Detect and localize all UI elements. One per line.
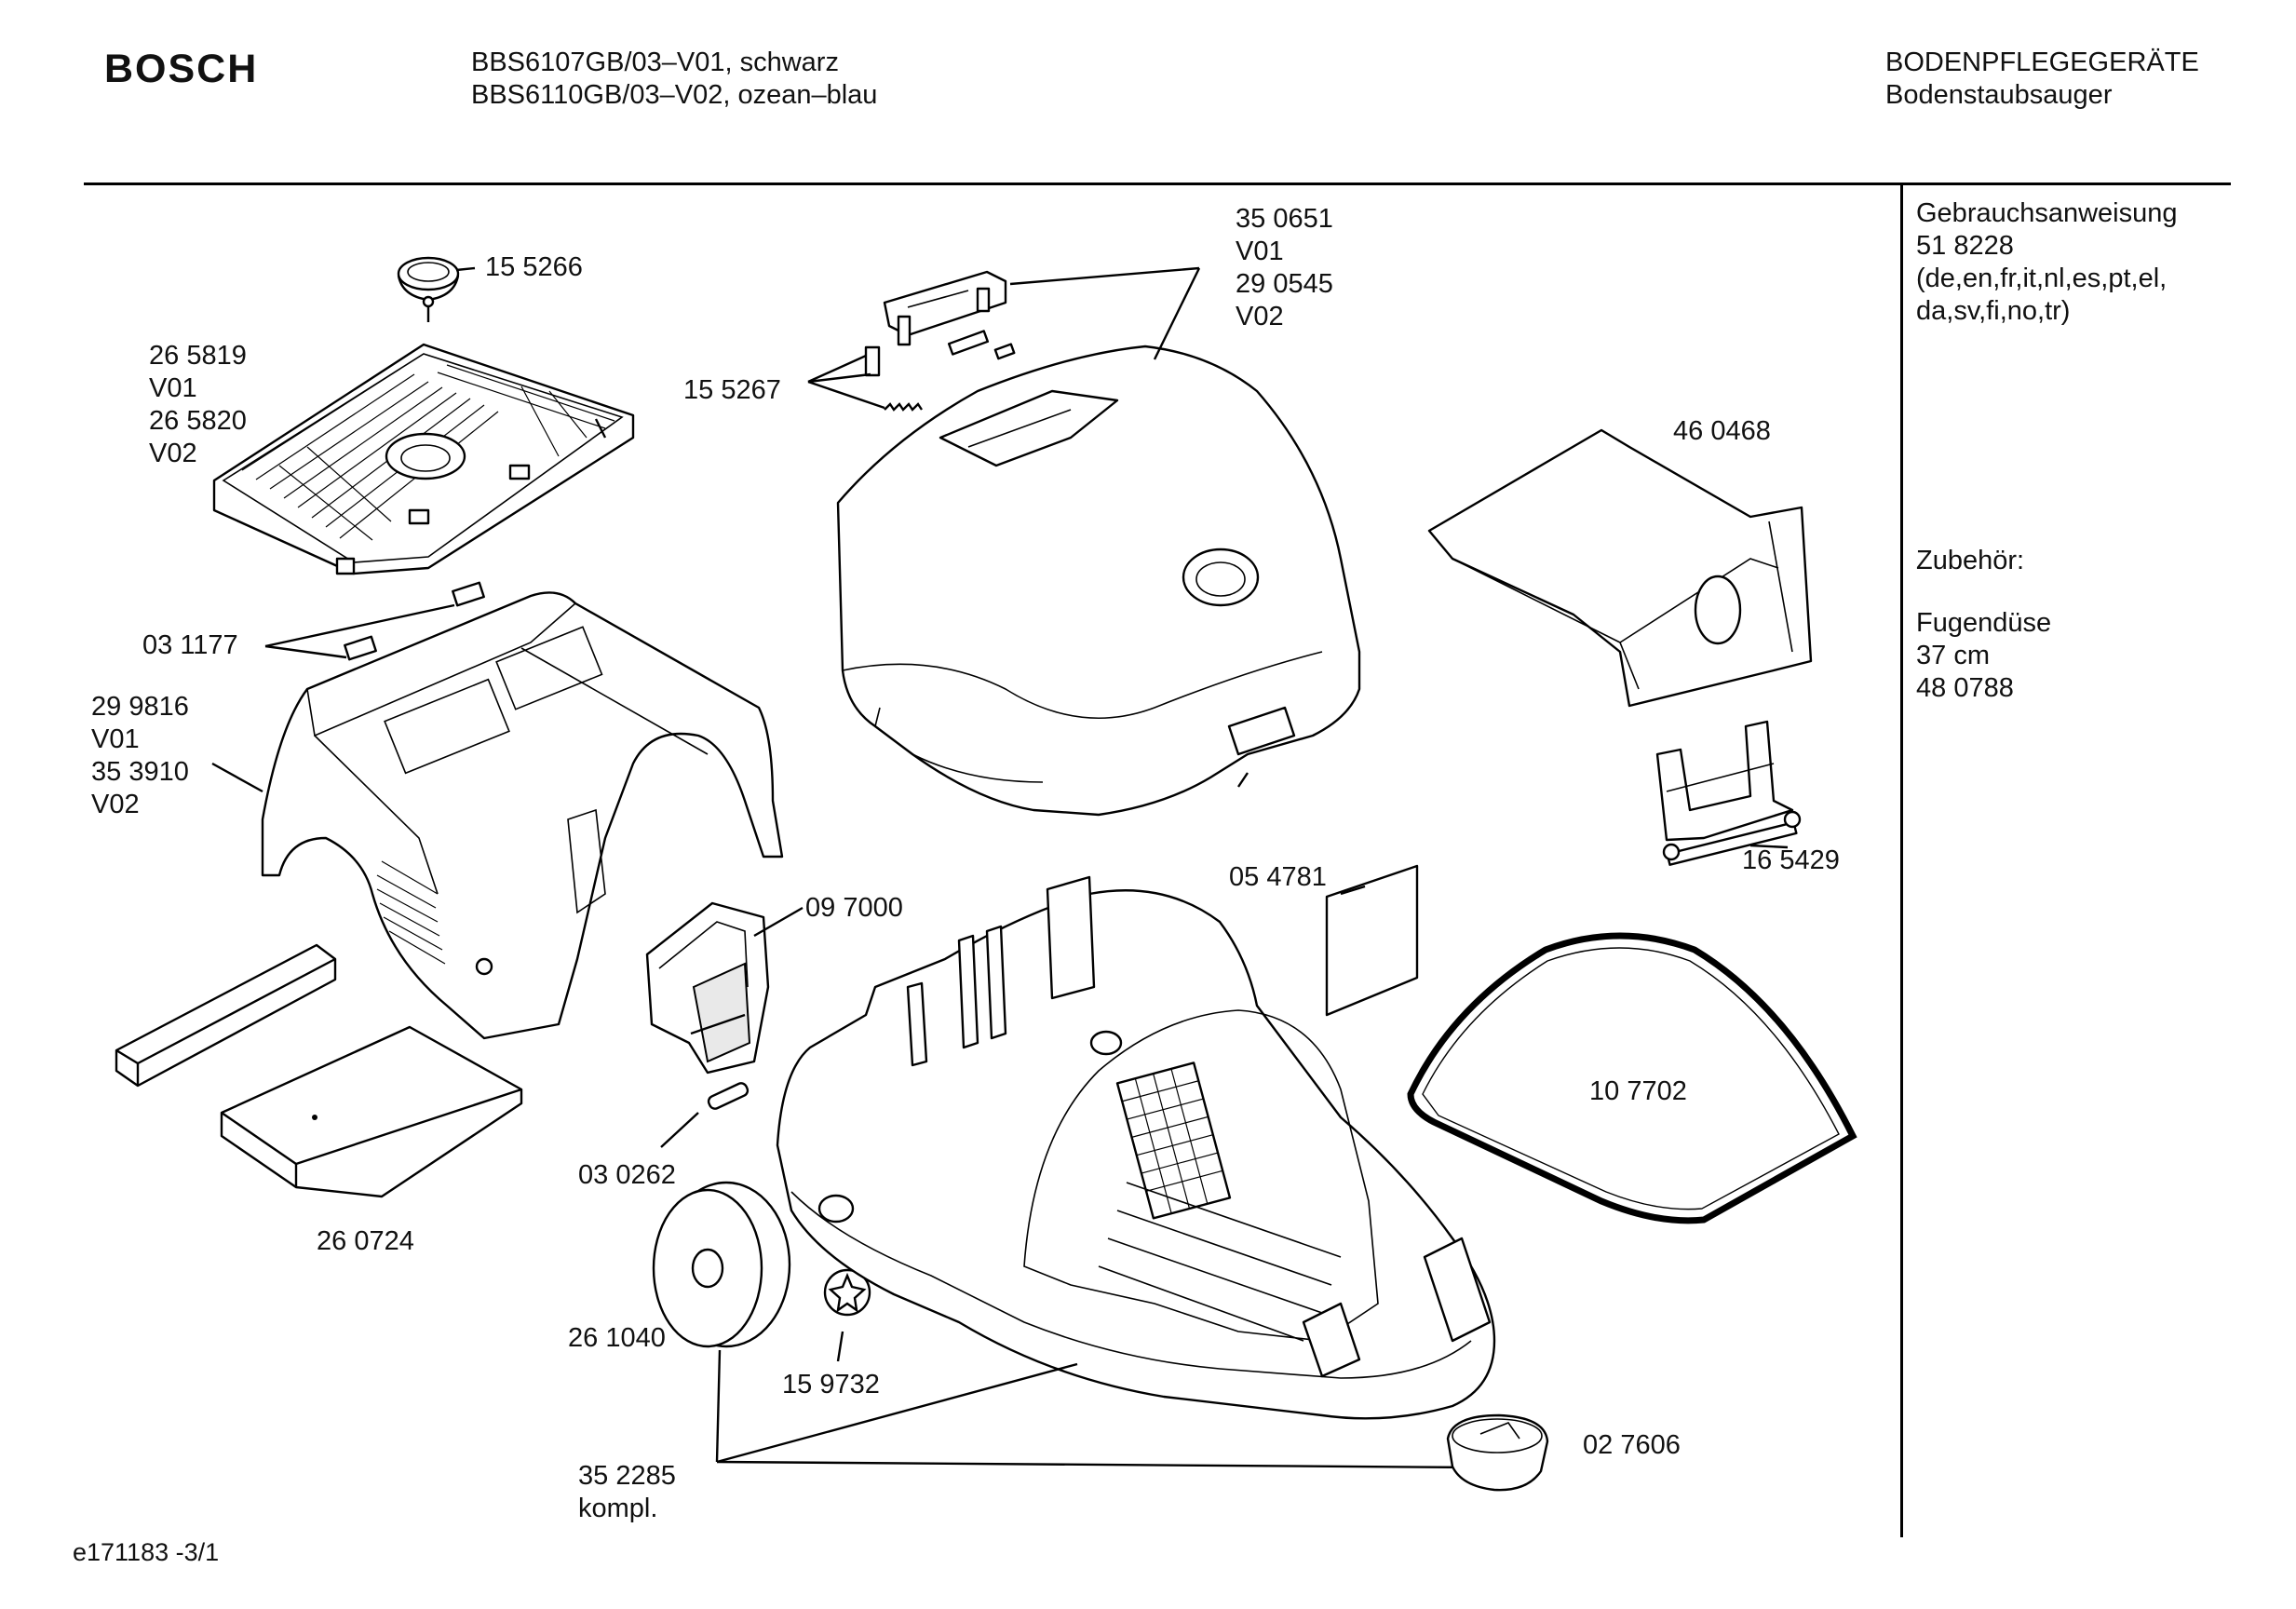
part-number: 26 5820 [149,406,247,436]
accessory-size: 37 cm [1916,641,1990,670]
leader-line [716,1362,1078,1464]
filter-pad-part [1325,864,1419,1017]
spring-pin-part [864,330,1016,412]
nozzle-cap-part [1446,1413,1549,1492]
knob-part [397,256,460,322]
leader-line [264,603,455,648]
manual-languages: (de,en,fr,it,nl,es,pt,el, [1916,264,2168,293]
bag-holder-part [1655,720,1802,866]
leader-line [716,1460,1479,1469]
part-label-107702: 10 7702 [1589,1076,1687,1106]
clip-part [452,581,485,607]
part-label-299816: 29 9816 V01 35 3910 V02 [91,691,189,821]
accessory-name: Fugendüse [1916,608,2052,638]
part-label-155266: 15 5266 [485,252,583,282]
housing-frame-part [261,591,784,1040]
leader-line [753,906,804,938]
header-divider [84,183,2231,185]
part-label-031177: 03 1177 [142,630,238,660]
seal-gasket-part [1407,932,1857,1224]
part-number: 29 9816 [91,692,189,722]
part-label-265819: 26 5819 V01 26 5820 V02 [149,340,247,470]
accessory-number: 48 0788 [1916,673,2014,703]
leader-line [836,1331,844,1362]
part-note: kompl. [578,1494,658,1523]
foam-filter-part [115,943,337,1088]
part-number: 35 3910 [91,757,189,787]
sidebar-divider [1900,183,1903,1537]
motor-mount-part [645,901,770,1075]
leader-line [807,380,885,410]
leader-line [1340,885,1366,896]
leader-line [715,1349,722,1463]
part-variant: V02 [1236,302,1284,331]
part-label-261040: 26 1040 [568,1323,666,1353]
lid-part [836,345,1361,817]
category-subtitle: Bodenstaubsauger [1885,80,2113,110]
filter-plate-part [220,1025,523,1198]
part-number: 29 0545 [1236,269,1333,299]
leader-line [264,644,347,659]
leader-line [807,372,871,384]
vacuum-body-part [776,875,1496,1420]
leader-line [1749,844,1789,849]
part-label-097000: 09 7000 [805,893,903,923]
switch-part [883,270,1007,346]
accessories-list: Fugendüse 37 cm 48 0788 [1916,607,2051,705]
part-label-054781: 05 4781 [1229,862,1327,892]
leader-line [1153,267,1201,360]
part-number: 35 0651 [1236,204,1333,234]
manual-number: 51 8228 [1916,231,2014,261]
part-number: 26 5819 [149,341,247,371]
clip-part [344,635,377,661]
model-list: BBS6107GB/03–V01, schwarz BBS6110GB/03–V… [471,47,877,112]
part-variant: V02 [91,790,140,819]
manual-languages: da,sv,fi,no,tr) [1916,296,2071,326]
leader-line [211,762,263,793]
part-label-027606: 02 7606 [1583,1430,1681,1460]
part-label-460468: 46 0468 [1673,416,1771,446]
part-label-155267: 15 5267 [683,375,781,405]
part-label-165429: 16 5429 [1742,845,1840,875]
filter-cover-part [212,343,635,575]
leader-line [807,354,867,384]
leader-line [1009,266,1200,286]
part-label-350651: 35 0651 V01 29 0545 V02 [1236,203,1333,333]
brand-logo: BOSCH [104,47,259,91]
part-variant: V02 [149,439,197,468]
wheel-part [652,1181,791,1348]
accessories-title: Zubehör: [1916,546,2025,575]
model-line: BBS6110GB/03–V02, ozean–blau [471,80,878,110]
pin-part [707,1082,750,1110]
part-label-352285: 35 2285 kompl. [578,1460,676,1525]
dust-bag-part [1427,428,1813,708]
part-variant: V01 [91,724,140,754]
part-variant: V01 [1236,237,1284,266]
leader-line [455,266,476,272]
star-nut-part [823,1268,871,1317]
part-number: 35 2285 [578,1461,676,1491]
model-line: BBS6107GB/03–V01, schwarz [471,47,839,77]
drawing-reference: e171183 -3/1 [73,1538,220,1566]
manual-title: Gebrauchsanweisung [1916,198,2178,228]
part-label-030262: 03 0262 [578,1160,676,1190]
leader-line [660,1112,699,1148]
part-label-260724: 26 0724 [317,1226,414,1256]
category-title: BODENPFLEGEGERÄTE [1885,47,2199,77]
part-variant: V01 [149,373,197,403]
part-label-159732: 15 9732 [782,1370,880,1399]
manual-info: Gebrauchsanweisung 51 8228 (de,en,fr,it,… [1916,197,2178,328]
product-category: BODENPFLEGEGERÄTE Bodenstaubsauger [1885,47,2199,112]
